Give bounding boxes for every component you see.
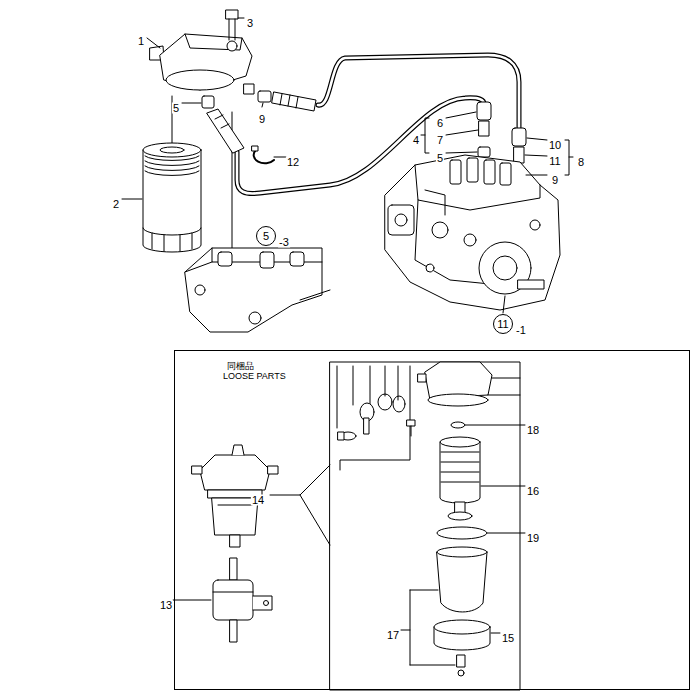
callout-number: 3 [246,18,254,29]
callout-number: 11 [497,318,508,331]
callout-number: 18 [526,425,540,436]
callout-number: 9 [551,175,559,186]
callout-number: 2 [112,199,120,210]
callout-number: 17 [386,630,400,641]
callout-number: 10 [548,140,562,151]
callout-number: 5 [263,230,269,243]
callout-number: 11 [548,156,561,167]
callout-number: 19 [526,533,540,544]
callout-number: 9 [258,114,266,125]
callout-number: -3 [278,237,290,248]
circled-callout: 11 [493,314,513,334]
callout-number: 6 [436,118,444,129]
callout-number: 14 [251,495,265,506]
callout-number: 7 [436,135,444,146]
group-heading: 同梱品 [227,351,689,371]
callout-number: 1 [137,36,145,47]
callout-number: -1 [515,325,527,336]
group-heading: LOOSE PARTS [223,371,689,381]
circled-callout: 5 [256,226,276,246]
callout-number: 15 [501,633,515,644]
callout-number: 5 [172,103,180,114]
loose-parts-box: 同梱品LOOSE PARTS [174,350,690,690]
callout-number: 5 [436,153,444,164]
callout-number: 8 [577,157,585,168]
callout-number: 4 [412,135,420,146]
callout-number: 16 [526,486,540,497]
callout-number: 12 [286,157,300,168]
callout-number: 13 [159,600,173,611]
